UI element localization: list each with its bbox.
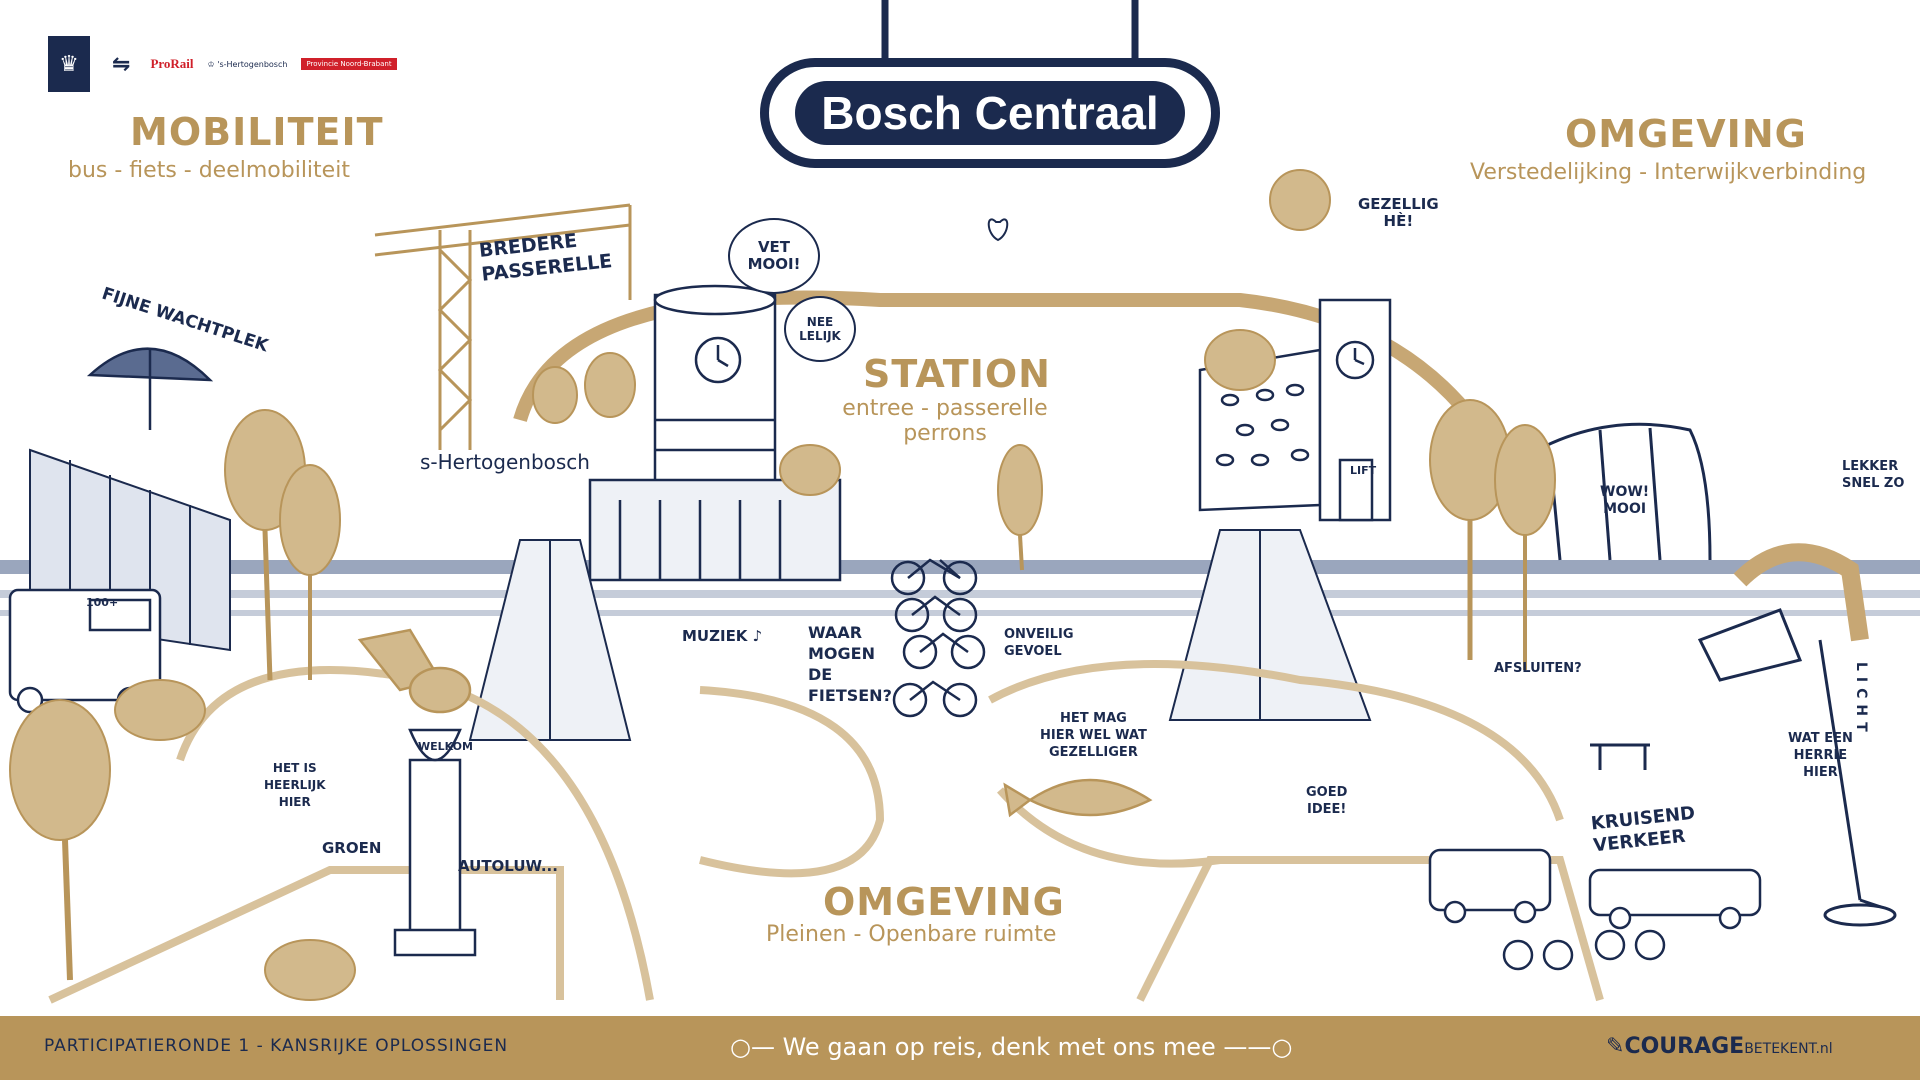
crest-icon: ♛	[48, 36, 90, 92]
label-autoluw: AUTOLUW...	[458, 857, 558, 875]
label-s-hertogenbosch: s-Hertogenbosch	[420, 450, 590, 474]
label-licht: LICHT	[1853, 662, 1869, 738]
van-icon	[1428, 848, 1552, 924]
footer-brand-suffix: BETEKENT.nl	[1744, 1041, 1833, 1057]
gemeente-logo: ♔ 's-Hertogenbosch	[207, 59, 288, 69]
section-subtitle-mobiliteit: bus - fiets - deelmobiliteit	[68, 158, 350, 183]
footer-slogan: ○— We gaan op reis, denk met ons mee ——○	[730, 1033, 1292, 1061]
speech-bubble-vet-mooi: VET MOOI!	[728, 218, 820, 294]
heart-icon	[987, 218, 1009, 242]
footer-participation-label: PARTICIPATIERONDE 1 - KANSRIJKE OPLOSSIN…	[44, 1036, 509, 1056]
fish-icon	[1003, 778, 1153, 818]
road-barrier-icon	[1590, 743, 1650, 770]
car-icon	[1588, 868, 1762, 930]
line-dot-right-icon: ——○	[1223, 1033, 1293, 1061]
section-title-mobiliteit: MOBILITEIT	[130, 110, 384, 154]
plaza-path-3	[988, 660, 1564, 822]
umbrella-icon	[86, 347, 214, 430]
bicycle-stack-icon	[890, 558, 986, 718]
section-title-omgeving-top: OMGEVING	[1565, 112, 1807, 156]
plaza-path-4	[997, 787, 1221, 868]
ns-icon: ⇋	[112, 51, 131, 77]
prorail-logo: ProRail	[150, 56, 194, 71]
label-gezellig-he: GEZELLIG HÈ!	[1358, 195, 1439, 230]
tree-icon	[9, 169, 1556, 1001]
plaza-path-6	[1136, 856, 1604, 1002]
label-lekker-snel-zo: LEKKER SNEL ZO	[1842, 459, 1905, 491]
footer-brand-name: COURAGE	[1624, 1034, 1745, 1059]
clock-tower-left	[588, 284, 842, 582]
line-dot-left-icon: ○—	[730, 1033, 775, 1061]
rail-track-1	[0, 560, 1920, 574]
label-het-is-heerlijk: HET IS HEERLIJK HIER	[264, 761, 326, 809]
label-muziek: MUZIEK ♪	[682, 627, 763, 645]
label-waar-mogen-de-fietsen: WAAR MOGEN DE FIETSEN?	[808, 623, 892, 705]
provincie-logo: Provincie Noord-Brabant	[301, 58, 397, 70]
street-lamp-icon	[1697, 608, 1897, 927]
plaza-path-2	[699, 686, 885, 878]
dragon-statue-icon	[357, 628, 477, 957]
footer-brand: ✎COURAGEBETEKENT.nl	[1606, 1034, 1833, 1059]
label-welkom: WELKOM	[418, 740, 473, 753]
footer-slogan-text: We gaan op reis, denk met ons mee	[782, 1033, 1216, 1061]
station-illustration	[0, 0, 1920, 1004]
bicycle-icon	[1502, 929, 1666, 971]
label-wat-een-herrie: WAT EEN HERRIE HIER	[1788, 731, 1853, 780]
label-onveilig-gevoel: ONVEILIG GEVOEL	[1004, 627, 1074, 659]
escalator-right	[1168, 529, 1372, 721]
station-sign-inner: Bosch Centraal	[795, 81, 1185, 145]
climbing-wall-building	[1198, 298, 1392, 522]
escalator-left	[468, 539, 632, 741]
section-subtitle-station: entree - passerelle perrons	[842, 396, 1048, 446]
station-name: Bosch Centraal	[821, 87, 1159, 139]
speech-bubble-nee-lelijk: NEE LELIJK	[784, 296, 856, 362]
section-subtitle-omgeving-top: Verstedelijking - Interwijkverbinding	[1470, 160, 1867, 185]
section-title-omgeving-bottom: OMGEVING	[823, 880, 1065, 924]
section-subtitle-omgeving-bottom: Pleinen - Openbare ruimte	[766, 922, 1057, 947]
pencil-icon: ✎	[1606, 1034, 1625, 1059]
small-arch-right	[1733, 543, 1869, 642]
label-lift: LIFT	[1350, 464, 1377, 477]
label-groen: GROEN	[322, 839, 382, 857]
passerelle-arch	[513, 290, 1507, 464]
section-title-station: STATION	[863, 352, 1051, 396]
label-afsluiten: AFSLUITEN?	[1494, 661, 1582, 676]
logo-row: ♛ ⇋ ProRail ♔ 's-Hertogenbosch Provincie…	[48, 36, 397, 92]
crane-icon	[374, 203, 632, 450]
label-het-mag-hier: HET MAG HIER WEL WAT GEZELLIGER	[1040, 711, 1147, 760]
label-wow-mooi: WOW! MOOI	[1600, 484, 1650, 517]
rail-track-3	[0, 610, 1920, 616]
label-goed-idee: GOED IDEE!	[1306, 785, 1348, 817]
bus-route-sign: 100+	[86, 596, 119, 609]
footer-bar: PARTICIPATIERONDE 1 - KANSRIJKE OPLOSSIN…	[0, 1016, 1920, 1080]
station-sign: Bosch Centraal	[760, 58, 1220, 168]
